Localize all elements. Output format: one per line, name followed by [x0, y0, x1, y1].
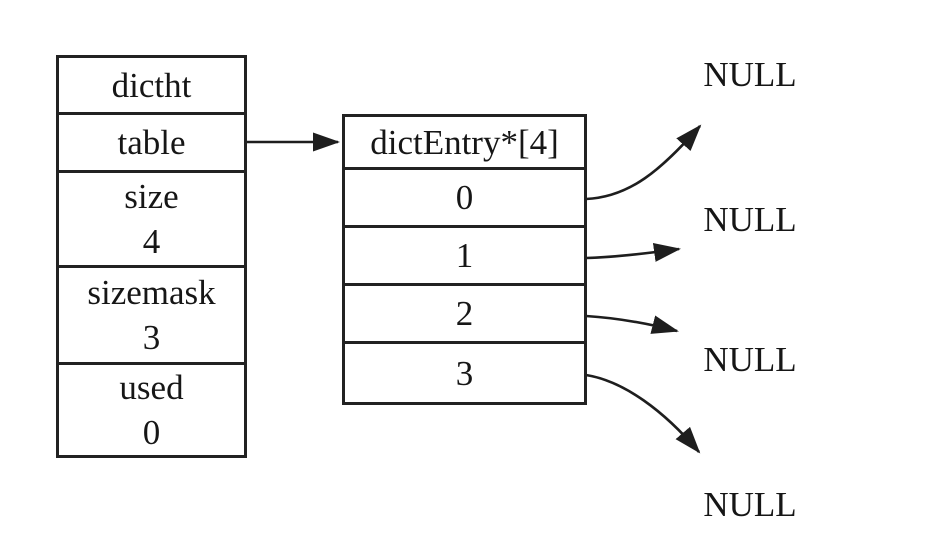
field-value: 3	[142, 318, 161, 357]
bucket-row-0: 0	[345, 170, 584, 228]
bucket-index-label: 2	[455, 294, 474, 333]
bucket-array-box: dictEntry*[4] 0 1 2 3	[342, 114, 587, 405]
field-label: table	[117, 123, 186, 162]
bucket-row-3: 3	[345, 344, 584, 402]
null-label-2: NULL	[703, 340, 797, 379]
field-value: 4	[142, 222, 161, 261]
dictht-struct-box: dictht table size 4 sizemask 3 used 0	[56, 55, 247, 458]
bucket1-to-null-arrow	[585, 243, 681, 262]
bucket3-to-null-arrow	[585, 373, 701, 454]
bucket0-to-null-arrow	[585, 124, 702, 201]
bucket-index-label: 0	[455, 178, 474, 217]
field-label: dictht	[111, 65, 192, 105]
field-label: used	[119, 368, 184, 407]
bucket-index-label: 3	[455, 353, 474, 393]
field-value: 0	[142, 413, 161, 452]
field-label: size	[124, 177, 179, 216]
null-label-1: NULL	[703, 200, 797, 239]
bucket-row-1: 1	[345, 228, 584, 286]
field-label: sizemask	[87, 273, 216, 312]
bucket-index-label: 1	[455, 236, 474, 275]
bucket-array-header: dictEntry*[4]	[345, 117, 584, 170]
struct-row-sizemask: sizemask 3	[59, 268, 244, 365]
struct-row-used: used 0	[59, 365, 244, 455]
struct-row-size: size 4	[59, 173, 244, 268]
struct-row-table: table	[59, 115, 244, 173]
null-label-3: NULL	[703, 485, 797, 524]
bucket2-to-null-arrow	[585, 314, 679, 334]
bucket-array-title: dictEntry*[4]	[370, 122, 559, 162]
null-label-0: NULL	[703, 55, 797, 94]
struct-row-dictht: dictht	[59, 58, 244, 115]
bucket-row-2: 2	[345, 286, 584, 344]
